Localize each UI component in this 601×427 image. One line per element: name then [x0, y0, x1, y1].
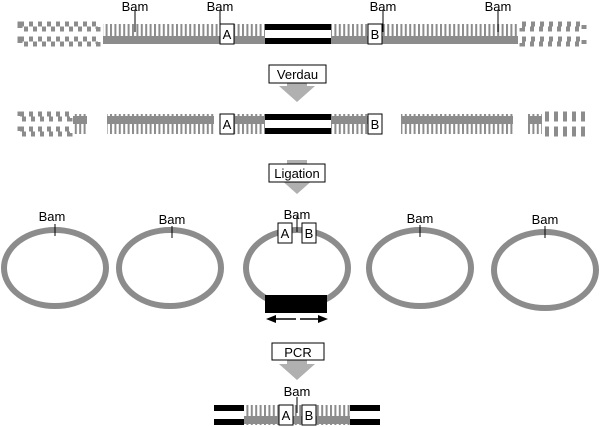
svg-text:A: A [281, 226, 290, 241]
circle-site-b-box: B [301, 222, 317, 244]
step-ligation: Ligation [268, 160, 326, 194]
fragment-1 [73, 114, 87, 134]
circle-4: Bam [366, 211, 474, 309]
svg-text:Bam: Bam [159, 212, 186, 227]
fragment-site-b-box: B [367, 113, 383, 135]
svg-text:A: A [223, 117, 232, 132]
insert-segment [265, 24, 331, 44]
svg-text:B: B [371, 27, 380, 42]
dna-dashed-end-right [519, 21, 587, 47]
svg-text:Bam: Bam [122, 0, 149, 14]
step-pcr-box [271, 342, 325, 361]
primer-arrow-left [266, 315, 296, 323]
fragment-3-insert [265, 114, 331, 134]
svg-text:Bam: Bam [39, 209, 66, 224]
genomic-dna: A B Bam Bam Bam Bam [17, 0, 587, 47]
step-ligation-label: Ligation [274, 166, 320, 181]
circle-3-with-insert: Bam A B [243, 207, 351, 323]
site-a-box: A [219, 23, 235, 45]
pcr-bam-label: Bam [284, 384, 311, 399]
bam-site-3: Bam [370, 0, 397, 32]
bam-site-1: Bam [122, 0, 149, 32]
fragment-4 [401, 114, 513, 134]
digested-fragments: A B [17, 111, 588, 137]
svg-text:Bam: Bam [370, 0, 397, 14]
site-b-box: B [367, 23, 383, 45]
pcr-site-b-box: B [301, 404, 317, 426]
svg-text:A: A [223, 27, 232, 42]
bam-site-2: Bam [207, 0, 234, 32]
svg-text:Bam: Bam [485, 0, 512, 14]
step-ligation-box [268, 163, 326, 183]
svg-text:A: A [282, 408, 291, 423]
fragment-5 [528, 114, 542, 134]
svg-text:B: B [305, 226, 314, 241]
pcr-site-a-box: A [278, 404, 294, 426]
circle-site-a-box: A [277, 222, 293, 244]
circle-insert [265, 295, 327, 313]
svg-text:Bam: Bam [407, 211, 434, 226]
step-pcr-label: PCR [284, 345, 311, 360]
step-digest-box [268, 64, 327, 84]
pcr-product-ladder [214, 405, 380, 425]
svg-text:B: B [371, 117, 380, 132]
svg-text:Bam: Bam [207, 0, 234, 14]
fragment-2 [107, 114, 214, 134]
step-digest: Verdau [268, 64, 327, 102]
circle-1: Bam [1, 209, 109, 309]
fragment-dashed-left [17, 111, 73, 137]
circle-2: Bam [116, 212, 224, 309]
bam-site-4: Bam [485, 0, 512, 32]
pcr-product-end-left [214, 405, 244, 425]
ligated-circles: Bam Bam Bam A B [1, 207, 599, 323]
primer-arrow-right [300, 315, 328, 323]
step-digest-label: Verdau [277, 67, 318, 82]
fragment-dashed-right [542, 111, 588, 137]
pcr-product: Bam A B [214, 384, 380, 426]
svg-text:B: B [305, 408, 314, 423]
svg-text:Bam: Bam [532, 212, 559, 227]
svg-text:Bam: Bam [284, 207, 311, 222]
dna-dashed-end-left [17, 21, 101, 47]
fragment-site-a-box: A [219, 113, 235, 135]
circle-5: Bam [491, 212, 599, 311]
pcr-product-end-right [350, 405, 380, 425]
step-pcr: PCR [271, 342, 325, 380]
